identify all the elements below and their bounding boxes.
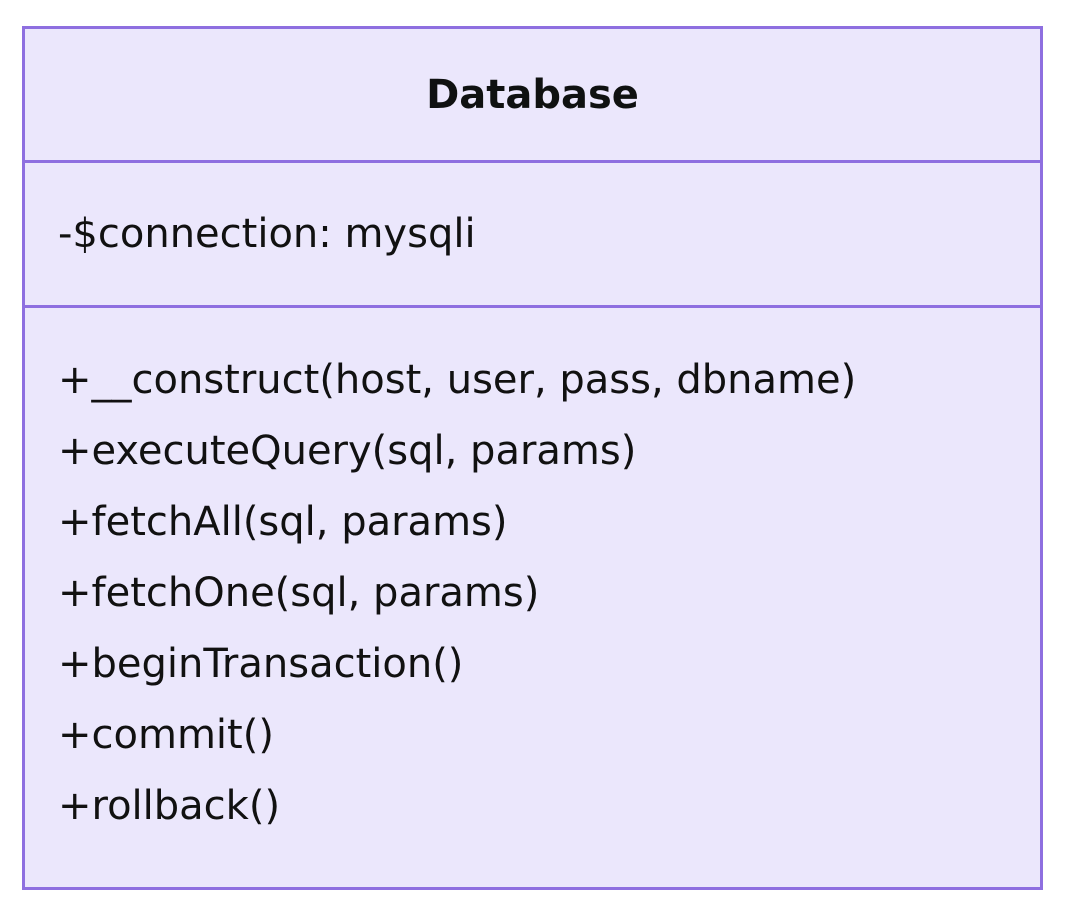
class-title-compartment: Database [25, 29, 1040, 163]
method-row: +commit() [58, 711, 274, 758]
method-row: +fetchAll(sql, params) [58, 498, 508, 545]
class-box-database[interactable]: Database -$connection: mysqli +__constru… [22, 26, 1043, 890]
attribute-row: -$connection: mysqli [58, 211, 476, 257]
method-row: +beginTransaction() [58, 640, 464, 687]
class-name-label: Database [426, 71, 639, 118]
method-row: +executeQuery(sql, params) [58, 427, 637, 474]
method-row: +__construct(host, user, pass, dbname) [58, 356, 857, 403]
class-methods-compartment: +__construct(host, user, pass, dbname) +… [25, 308, 1040, 887]
method-row: +rollback() [58, 782, 281, 829]
method-row: +fetchOne(sql, params) [58, 569, 540, 616]
class-attributes-compartment: -$connection: mysqli [25, 163, 1040, 308]
